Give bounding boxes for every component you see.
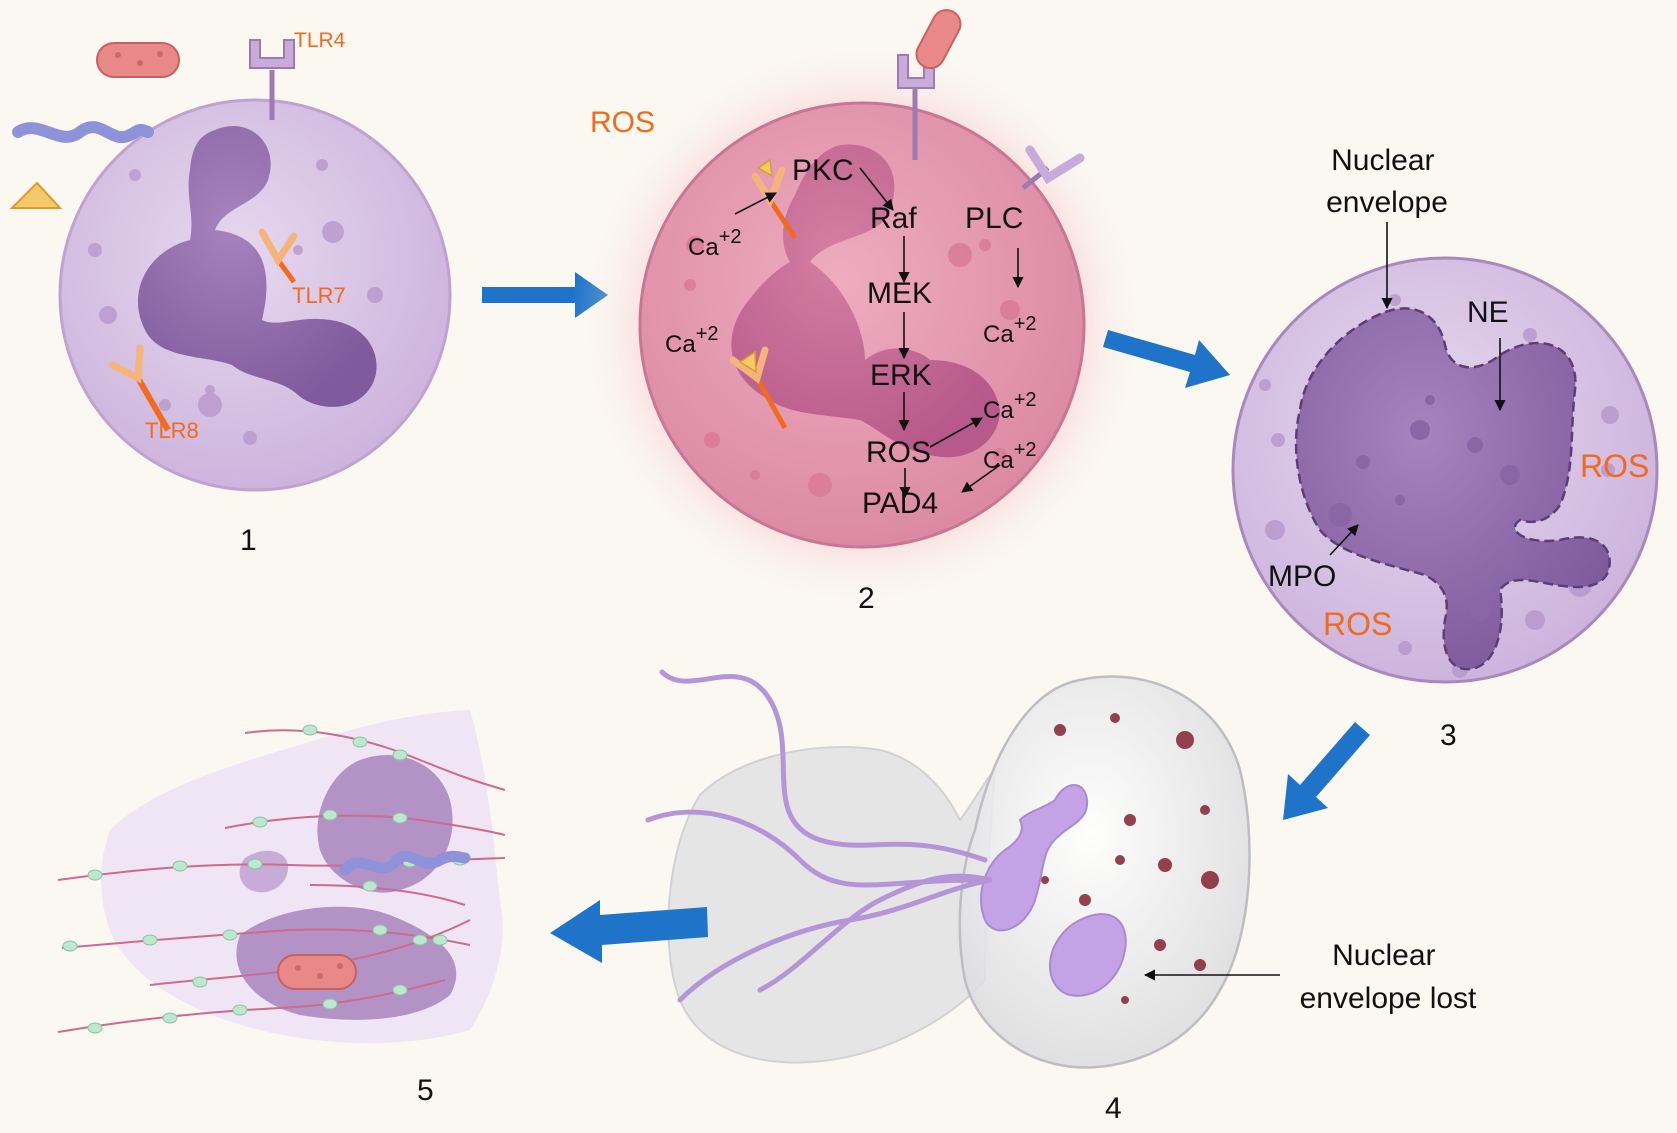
tlr7-label: TLR7	[292, 283, 346, 308]
arrow-stage4-to-5	[550, 900, 708, 963]
triangle-antigen-icon	[756, 158, 773, 178]
bacterium-icon	[915, 9, 962, 70]
tlr4-label: TLR4	[294, 29, 346, 52]
nuclear-envelope-label: Nuclear envelope	[1326, 144, 1448, 219]
arrow-stage3-to-4	[1283, 722, 1370, 820]
stage-3-arrows	[1329, 222, 1506, 556]
tlr7-receptor	[258, 228, 298, 284]
stage-4-labels: Nuclear envelope lost	[1300, 939, 1477, 1015]
granules	[88, 159, 383, 445]
nucleus-lobe	[1049, 913, 1127, 997]
ros-label-bottom: ROS	[1323, 606, 1392, 642]
calcium-labels: Ca+2 Ca+2 Ca+2 Ca+2 Ca+2	[665, 226, 1037, 474]
envelope-lost-label: Nuclear envelope lost	[1300, 939, 1477, 1015]
bacterium-icon	[277, 954, 357, 990]
plc-receptor	[1021, 145, 1085, 190]
ros-pathway-label: ROS	[866, 436, 931, 469]
stage-3-labels: Nuclear envelope NE MPO ROS ROS	[1268, 144, 1649, 642]
granules	[684, 236, 1020, 497]
pkc-label: PKC	[792, 154, 854, 187]
tlr8-label: TLR8	[145, 418, 199, 443]
virus-icon	[12, 121, 154, 144]
membrane-ghost	[667, 746, 997, 1064]
pathway-arrows	[734, 167, 1024, 499]
stage-2-number: 2	[858, 582, 875, 615]
calcium-label: Ca+2	[665, 323, 719, 358]
nucleus	[1294, 307, 1611, 671]
tlr8-receptor	[108, 344, 171, 432]
plc-label: PLC	[965, 202, 1023, 235]
ros-label-stage2: ROS	[590, 106, 655, 139]
pad4-label: PAD4	[862, 487, 938, 520]
cell-body	[958, 675, 1251, 1069]
stage-5-number: 5	[417, 1074, 434, 1107]
calcium-label: Ca+2	[983, 439, 1037, 474]
erk-label: ERK	[870, 359, 932, 392]
nucleus	[137, 126, 377, 407]
tlr4-receptor	[249, 39, 295, 120]
net-beads	[62, 724, 468, 1034]
tlr-receptor-lower	[729, 346, 788, 430]
triangle-antigen-icon	[9, 181, 63, 209]
virus-icon	[339, 850, 471, 876]
bacterium-icon	[96, 42, 180, 78]
stage-3-number: 3	[1440, 719, 1457, 752]
raf-label: Raf	[870, 202, 917, 235]
triangle-antigen-icon	[738, 350, 757, 374]
stage-3-cell	[1231, 256, 1659, 684]
stage-1-number: 1	[240, 524, 257, 557]
calcium-label: Ca+2	[688, 226, 742, 261]
nucleus	[980, 784, 1089, 932]
mek-label: MEK	[867, 277, 932, 310]
signaling-pathway: PKC Raf MEK ERK ROS PAD4 PLC	[792, 154, 1023, 520]
dna-strands	[645, 669, 993, 1003]
stage-2-cell	[572, 9, 1152, 615]
stage-4-cell	[645, 669, 1251, 1069]
nucleus	[731, 144, 1000, 458]
nuclear-granules	[1328, 395, 1520, 621]
ne-label: NE	[1467, 296, 1509, 329]
stage-4-number: 4	[1105, 1092, 1122, 1125]
ros-label-right: ROS	[1580, 448, 1649, 484]
calcium-label: Ca+2	[983, 313, 1037, 348]
arrow-stage2-to-3	[1103, 330, 1230, 388]
mpo-label: MPO	[1268, 560, 1336, 593]
stage-1-cell: TLR4 TLR7 TLR8	[58, 29, 452, 492]
calcium-label: Ca+2	[983, 389, 1037, 424]
stage-5-net	[57, 710, 506, 1044]
